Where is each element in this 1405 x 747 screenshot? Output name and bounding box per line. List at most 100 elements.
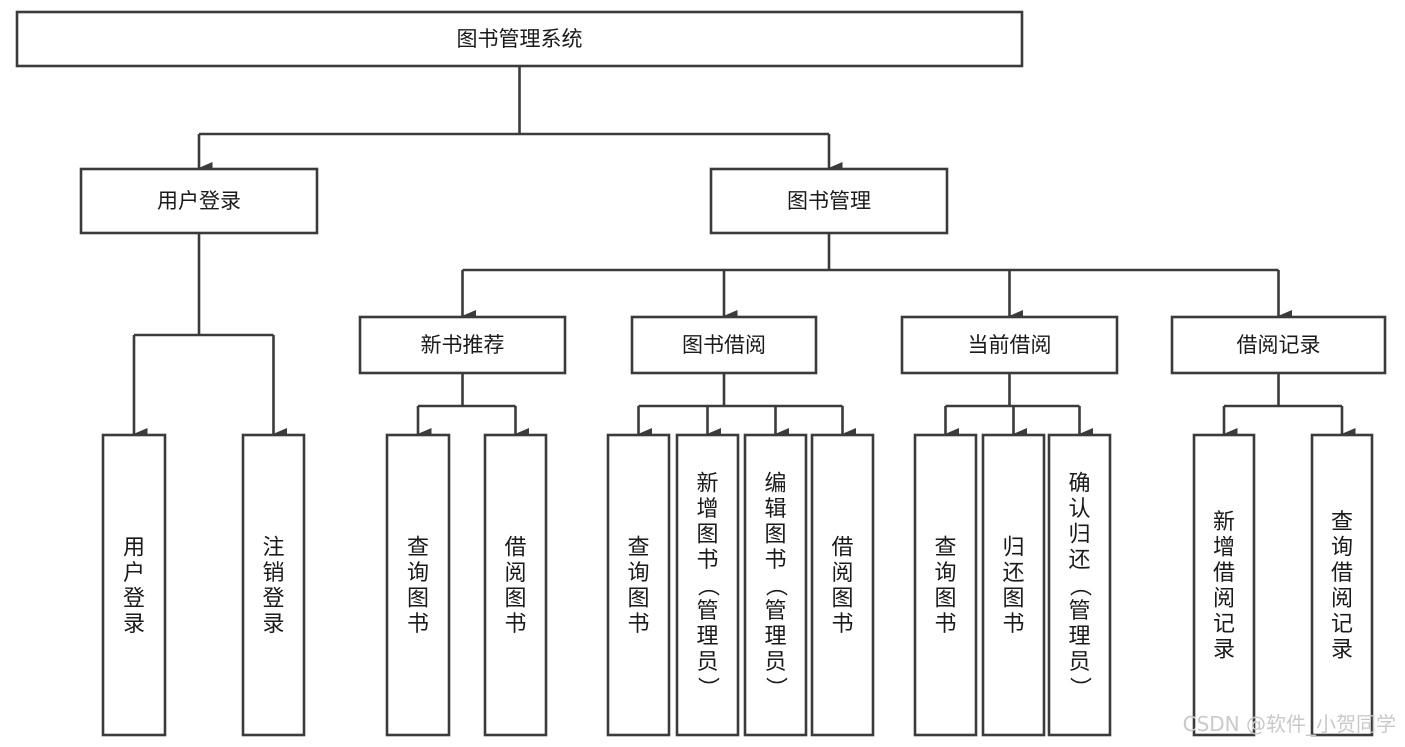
- svg-text:阅: 阅: [831, 561, 853, 586]
- connector-userlogin-to-leaves: [132, 233, 287, 440]
- connector-record-to-leaves: [1222, 373, 1356, 440]
- node-label-current-borrow: 当前借阅: [968, 333, 1052, 357]
- svg-text:管: 管: [696, 599, 718, 624]
- svg-text:增: 增: [1213, 535, 1235, 560]
- svg-text:归: 归: [1068, 523, 1090, 548]
- svg-text:记: 记: [1331, 612, 1353, 637]
- svg-text:增: 增: [696, 497, 718, 522]
- node-box-leaf-query-borrow-record: [1310, 433, 1374, 737]
- svg-text:新: 新: [1213, 510, 1235, 535]
- node-new-book-recommend[interactable]: 新书推荐: [358, 315, 567, 375]
- svg-text:（: （: [763, 575, 788, 597]
- node-label-root: 图书管理系统: [457, 27, 583, 51]
- node-layer: 图书管理系统用户登录图书管理新书推荐图书借阅当前借阅借阅记录用户登录注销登录查询…: [15, 10, 1387, 737]
- svg-text:书: 书: [696, 548, 718, 573]
- node-root[interactable]: 图书管理系统: [15, 10, 1024, 68]
- svg-text:）: ）: [1067, 677, 1092, 699]
- svg-text:记: 记: [1213, 612, 1235, 637]
- svg-text:理: 理: [764, 625, 786, 650]
- node-user-login[interactable]: 用户登录: [79, 167, 319, 235]
- svg-text:新: 新: [696, 472, 718, 497]
- svg-text:管: 管: [764, 599, 786, 624]
- connector-current-to-leaves: [944, 373, 1093, 440]
- svg-text:户: 户: [123, 561, 145, 586]
- svg-text:（: （: [695, 575, 720, 597]
- node-box-leaf-query-book-current: [913, 433, 978, 737]
- svg-text:还: 还: [1068, 548, 1090, 573]
- node-borrow-record[interactable]: 借阅记录: [1170, 315, 1387, 375]
- svg-text:图: 图: [627, 586, 649, 611]
- node-box-book-management: [709, 167, 949, 235]
- node-leaf-user-login[interactable]: 用户登录: [101, 433, 167, 737]
- connector-root-to-level2: [197, 66, 843, 174]
- svg-text:图: 图: [696, 523, 718, 548]
- svg-text:借: 借: [504, 535, 526, 560]
- svg-text:编: 编: [764, 472, 786, 497]
- svg-text:录: 录: [1213, 637, 1235, 662]
- svg-text:图: 图: [764, 523, 786, 548]
- svg-text:辑: 辑: [764, 497, 786, 522]
- svg-text:管: 管: [1068, 599, 1090, 624]
- node-box-current-borrow: [900, 315, 1119, 375]
- svg-text:书: 书: [764, 548, 786, 573]
- svg-text:借: 借: [1331, 561, 1353, 586]
- node-label-book-management: 图书管理: [787, 189, 871, 213]
- node-box-leaf-user-login: [101, 433, 167, 737]
- node-box-leaf-query-book-borrow: [606, 433, 671, 737]
- svg-text:理: 理: [696, 625, 718, 650]
- svg-text:查: 查: [407, 535, 429, 560]
- node-box-leaf-add-book-admin: [675, 433, 740, 737]
- svg-text:图: 图: [934, 586, 956, 611]
- svg-text:书: 书: [1002, 612, 1024, 637]
- svg-text:销: 销: [262, 561, 284, 586]
- node-current-borrow[interactable]: 当前借阅: [900, 315, 1119, 375]
- node-label-borrow-record: 借阅记录: [1237, 333, 1321, 357]
- node-box-leaf-confirm-return-admin: [1047, 433, 1112, 737]
- svg-text:）: ）: [695, 677, 720, 699]
- svg-text:确: 确: [1068, 472, 1090, 497]
- svg-text:图: 图: [831, 586, 853, 611]
- svg-text:员: 员: [764, 650, 786, 675]
- svg-text:书: 书: [831, 612, 853, 637]
- svg-text:员: 员: [696, 650, 718, 675]
- svg-text:登: 登: [123, 586, 145, 611]
- connector-borrow-to-leaves: [637, 373, 856, 440]
- svg-text:阅: 阅: [1213, 586, 1235, 611]
- svg-text:注: 注: [262, 535, 284, 560]
- node-label-book-borrow: 图书借阅: [682, 333, 766, 357]
- svg-text:理: 理: [1068, 625, 1090, 650]
- svg-text:查: 查: [934, 535, 956, 560]
- svg-text:书: 书: [407, 612, 429, 637]
- svg-text:（: （: [1067, 575, 1092, 597]
- node-box-leaf-query-book-recommend: [385, 433, 451, 737]
- svg-text:员: 员: [1068, 650, 1090, 675]
- svg-text:）: ）: [763, 677, 788, 699]
- svg-text:书: 书: [934, 612, 956, 637]
- svg-text:登: 登: [262, 586, 284, 611]
- connector-bookmgmt-to-level3: [461, 233, 1292, 322]
- node-box-leaf-return-book: [981, 433, 1046, 737]
- node-book-borrow[interactable]: 图书借阅: [630, 315, 818, 375]
- svg-text:阅: 阅: [504, 561, 526, 586]
- node-book-management[interactable]: 图书管理: [709, 167, 949, 235]
